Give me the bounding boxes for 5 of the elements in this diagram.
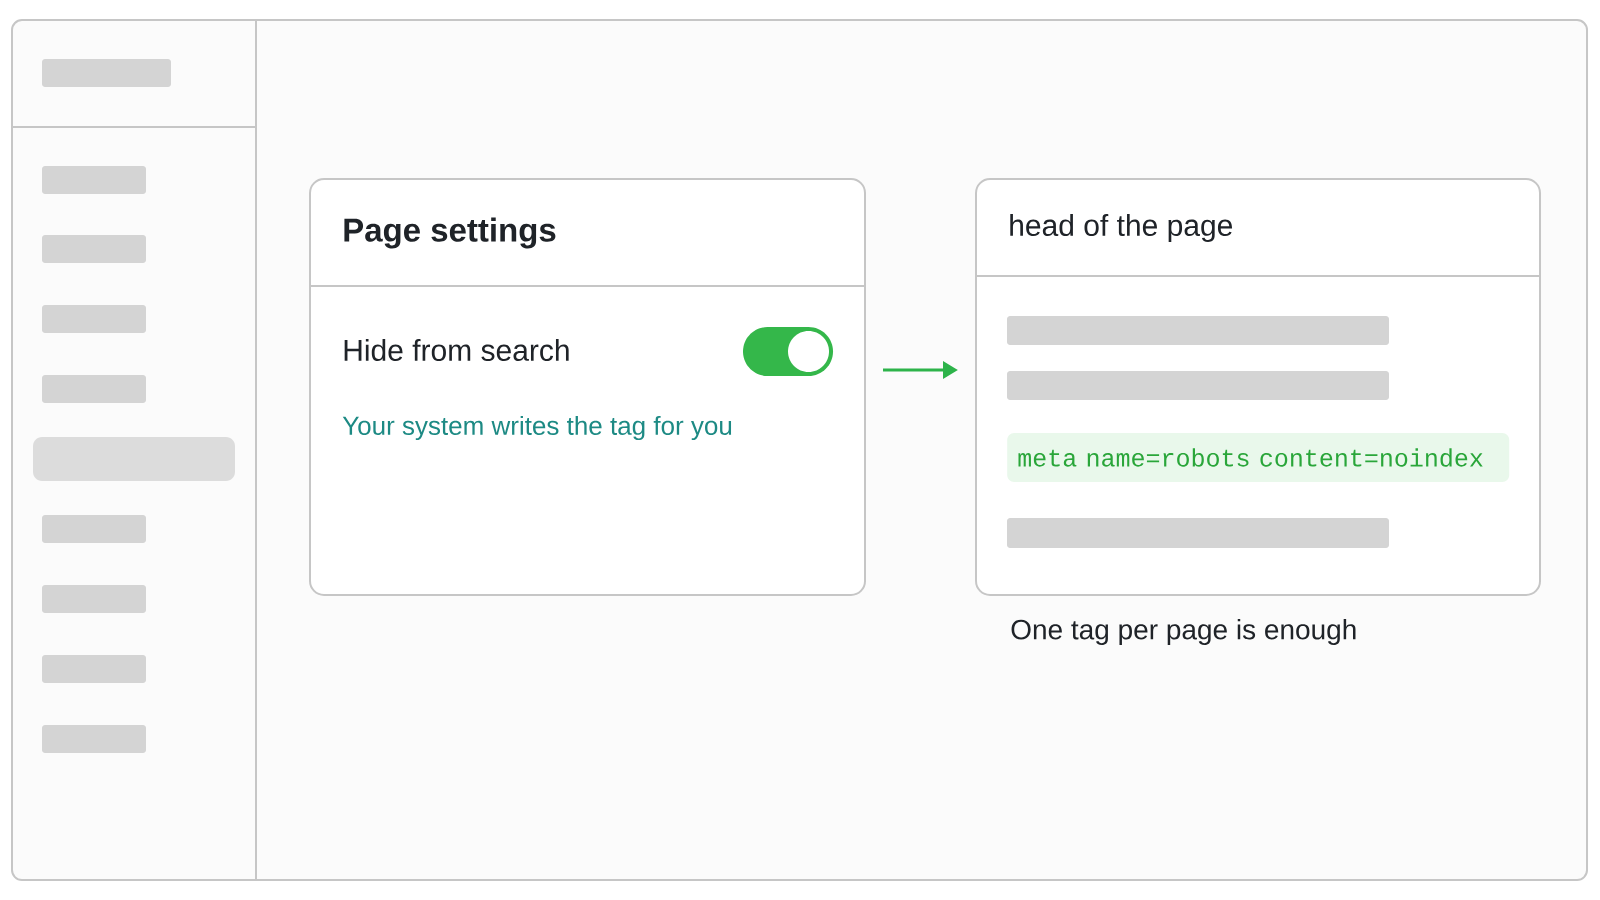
panel-title: Page settings bbox=[344, 217, 556, 249]
setting-label: Hide from search bbox=[344, 339, 569, 362]
note-text: One tag per page is enough bbox=[1011, 618, 1356, 646]
hint-text: Your system writes the tag for you bbox=[342, 415, 732, 441]
panel-title: head of the page bbox=[1010, 214, 1233, 242]
